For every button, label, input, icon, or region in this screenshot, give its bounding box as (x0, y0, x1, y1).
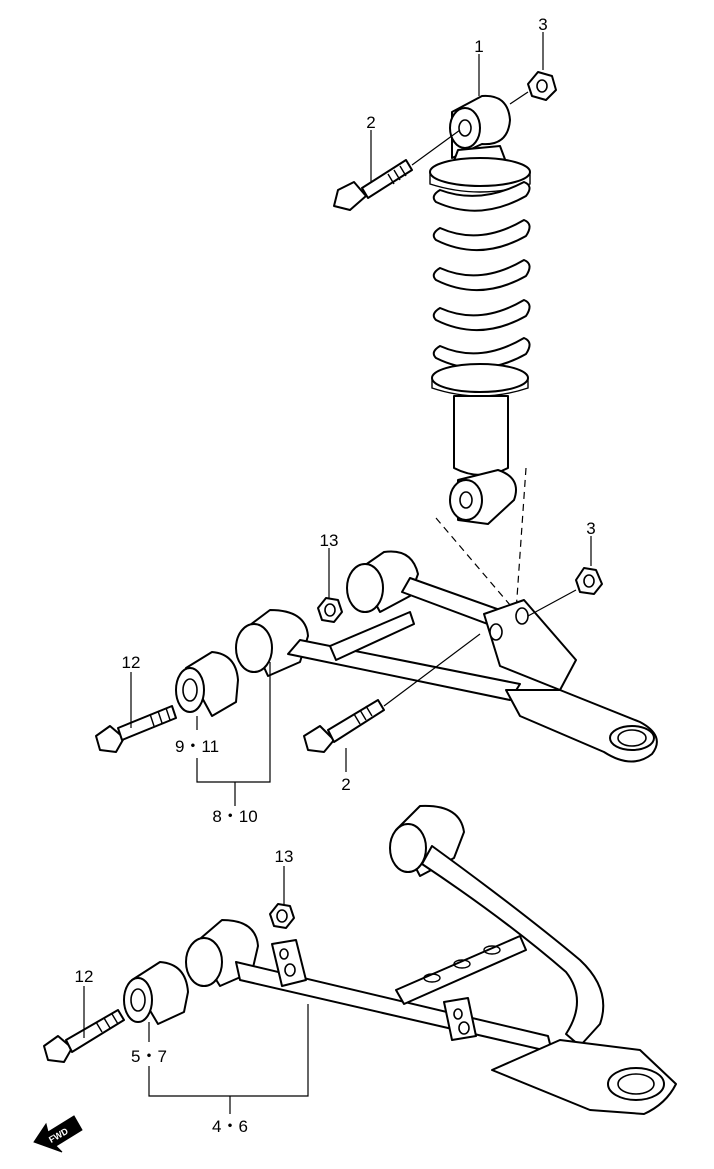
callout-5-7: 5・7 (131, 1047, 167, 1066)
shock-lower-eye (449, 469, 517, 525)
nut-low (269, 903, 295, 929)
callout-12-mid: 12 (122, 653, 141, 672)
callout-3-top: 3 (538, 15, 547, 34)
coil-spring (429, 157, 531, 397)
callout-13-mid: 13 (320, 531, 339, 550)
callout-1: 1 (474, 37, 483, 56)
fwd-arrow-icon: FWD (33, 1115, 83, 1153)
lower-bushing-collar (123, 961, 189, 1025)
callout-13-low: 13 (275, 847, 294, 866)
callout-2-mid: 2 (341, 775, 350, 794)
callout-4-6: 4・6 (212, 1117, 248, 1136)
lower-a-arm (185, 804, 677, 1115)
callout-8-10: 8・10 (212, 807, 257, 826)
callout-labels: 1 3 2 13 3 12 9・11 2 8・10 13 12 5・7 4・6 (75, 15, 596, 1136)
callout-12-low: 12 (75, 967, 94, 986)
bolt-mid-left (95, 705, 177, 753)
upper-a-arm (235, 550, 658, 763)
nut-top (509, 71, 557, 105)
bolt-top (333, 129, 461, 211)
shock-absorber (429, 94, 531, 613)
nut-mid-right (527, 567, 603, 617)
callout-leaders (83, 32, 592, 1114)
nut-mid (317, 597, 343, 623)
bolt-mid (303, 633, 481, 753)
bolt-low-left (43, 1009, 125, 1063)
shock-top-bushing (449, 94, 511, 159)
callout-2-top: 2 (366, 113, 375, 132)
upper-bushing-collar (175, 651, 239, 717)
callout-9-11: 9・11 (175, 737, 219, 756)
callout-3-mid: 3 (586, 519, 595, 538)
